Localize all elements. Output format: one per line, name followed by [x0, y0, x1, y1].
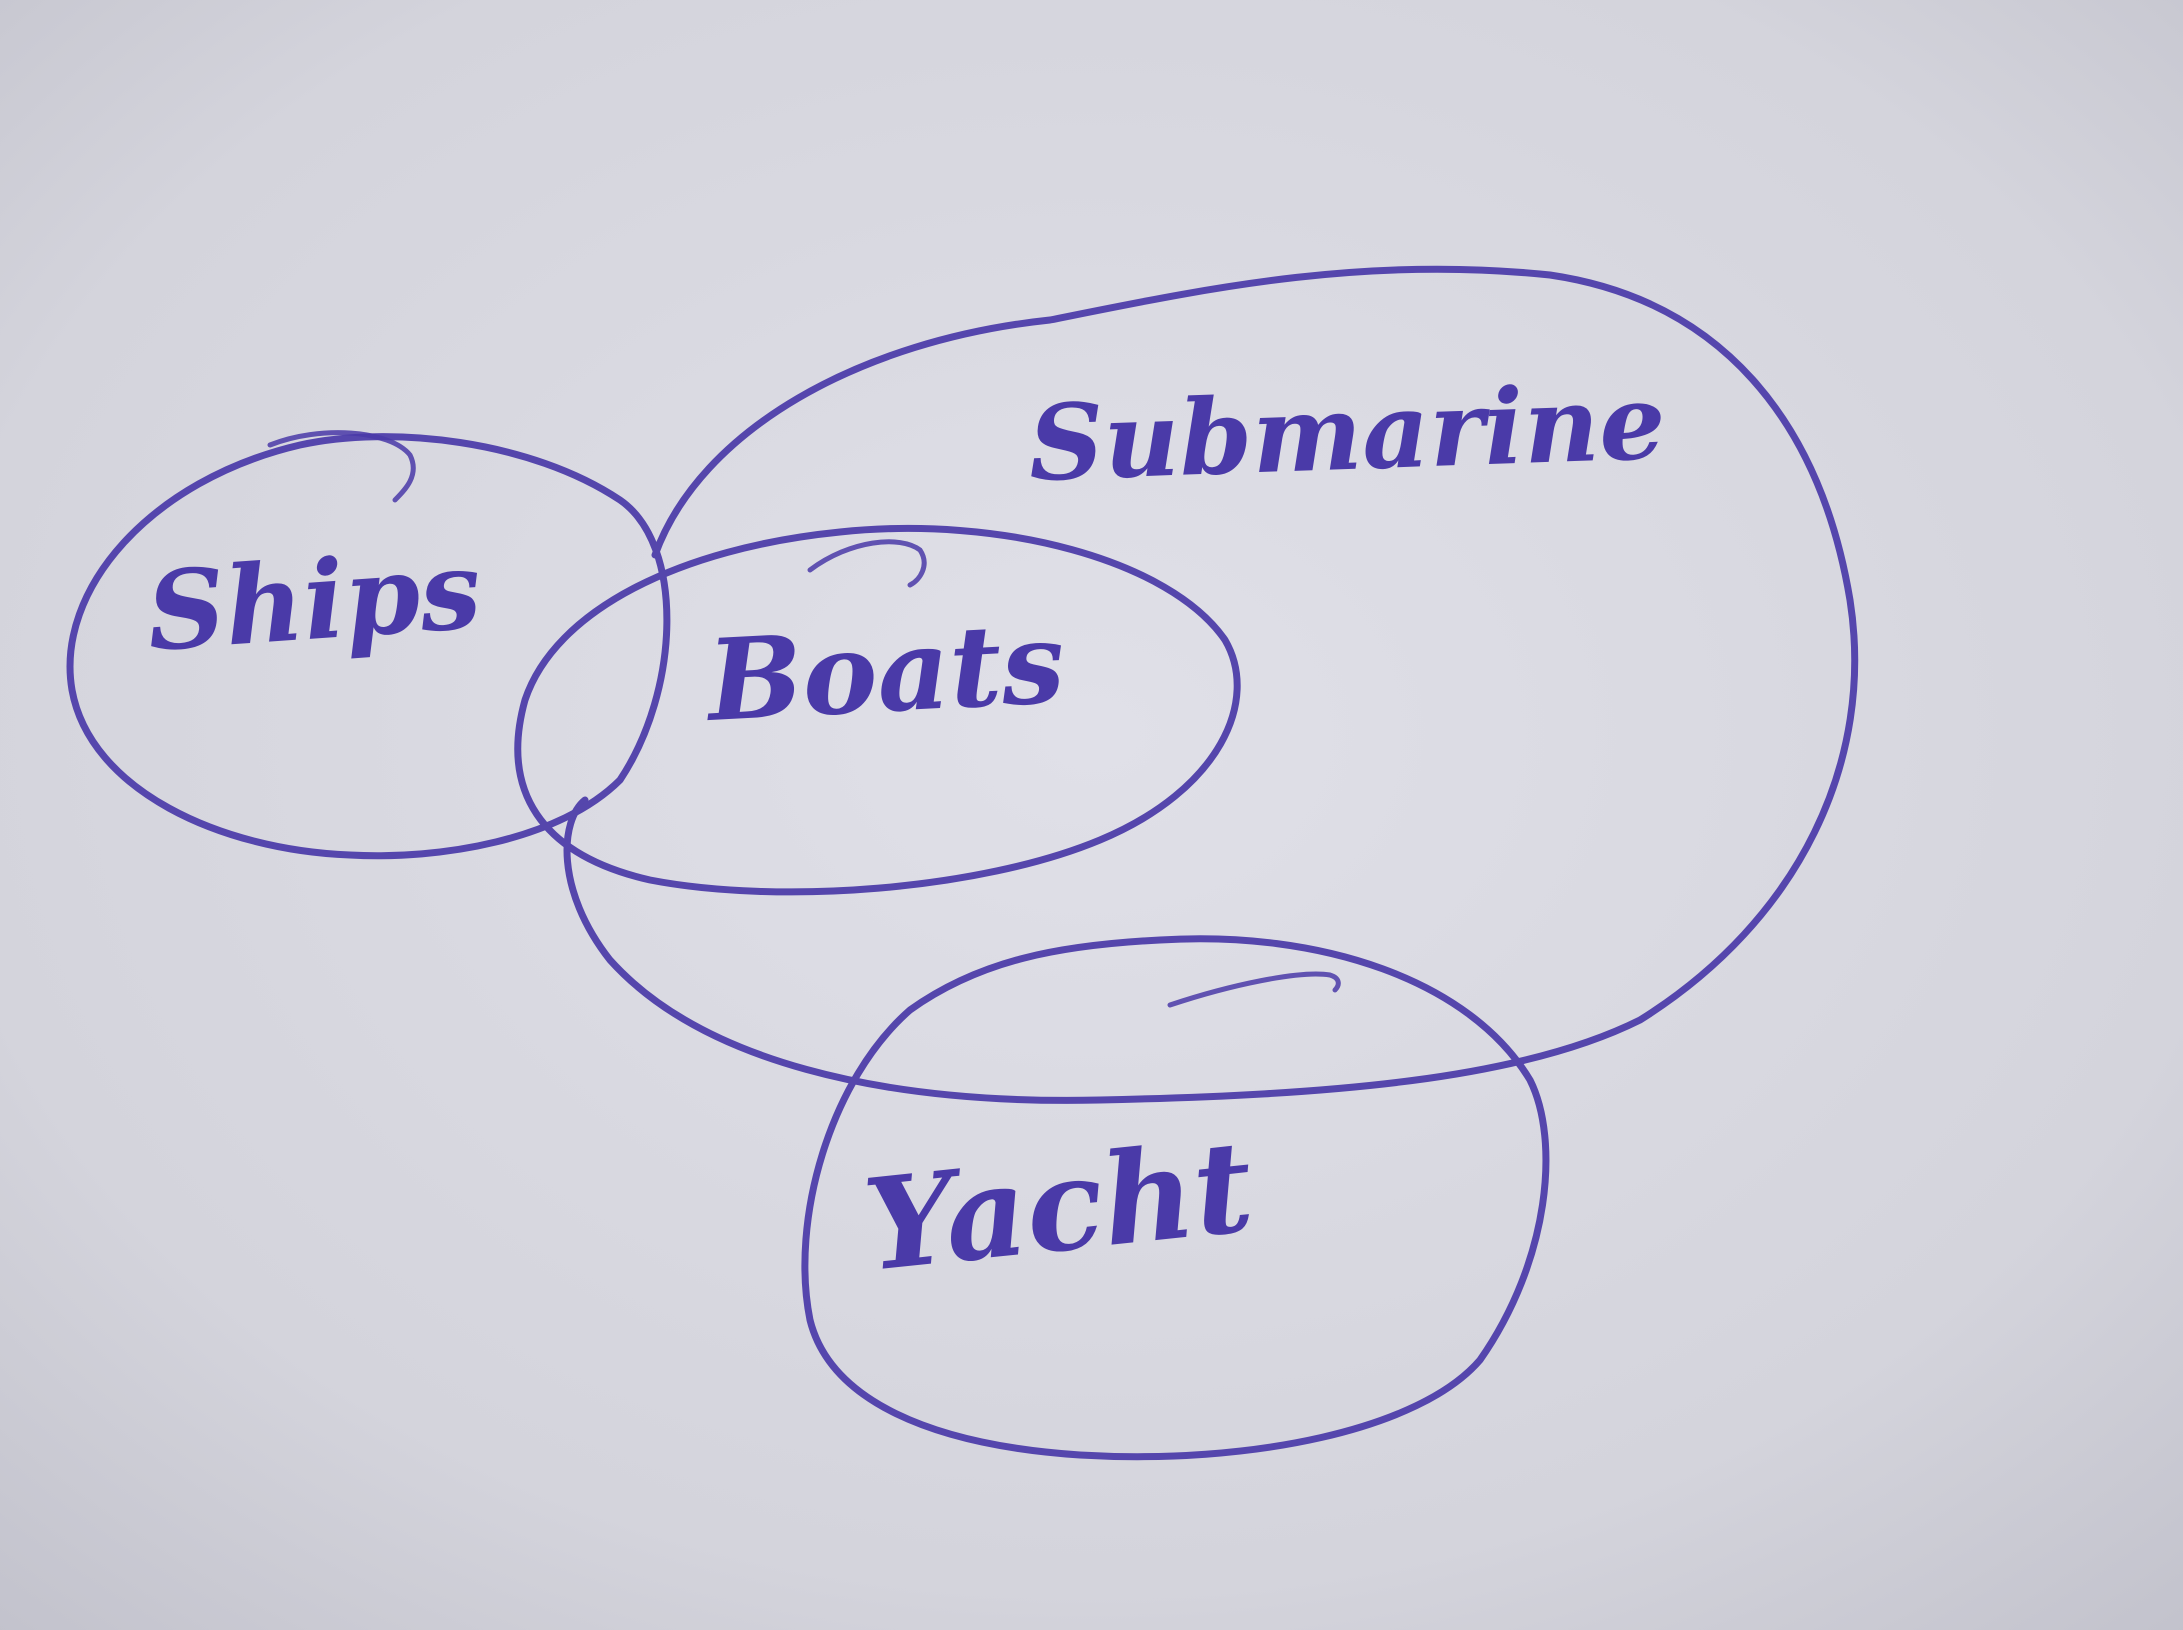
yacht-set-outline — [801, 935, 1550, 1461]
boats-label: Boats — [702, 597, 1068, 747]
submarine-label: Submarine — [1027, 360, 1668, 505]
boats-pen-flourish — [807, 539, 927, 588]
ships-set-outline — [66, 433, 671, 860]
submarine-set-outline — [563, 265, 1859, 1104]
ships-label: Ships — [143, 527, 485, 676]
boats-set-outline — [514, 524, 1241, 896]
ships-pen-flourish — [267, 430, 416, 503]
yacht-pen-flourish — [1167, 971, 1341, 1008]
